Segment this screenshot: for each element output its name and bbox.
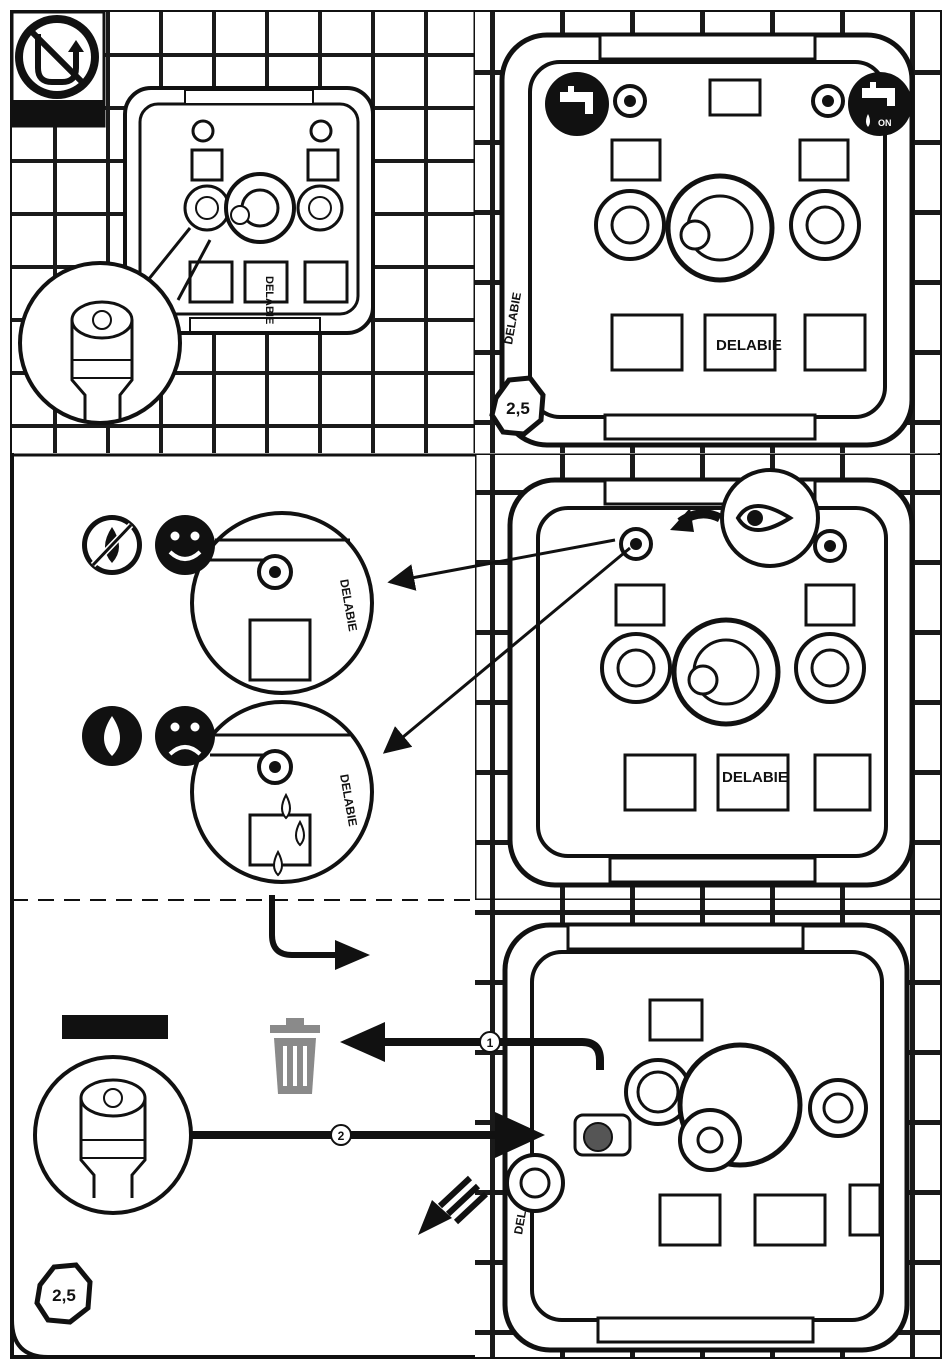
- step-2-badge: 2: [331, 1125, 351, 1145]
- corner-fold: [12, 1320, 48, 1357]
- step-1-badge: 1: [480, 1032, 500, 1052]
- brand-label-large: DELABIE: [716, 337, 782, 354]
- zoom-no-leak: DELABIE: [192, 513, 372, 693]
- step-2-label: 2: [338, 1129, 345, 1143]
- tap-on-icon: ON: [848, 72, 912, 136]
- brand-label-inspection: DELABIE: [722, 769, 788, 786]
- mounting-box-replacement: DELABIE: [505, 925, 907, 1350]
- no-pressure-icon: [12, 12, 104, 126]
- trash-icon: [270, 1018, 320, 1094]
- hex-key-label-top: 2,5: [506, 399, 530, 418]
- mounting-box-inspection: DELABIE: [510, 480, 912, 885]
- hex-key-label-bottom: 2,5: [52, 1286, 76, 1305]
- new-filter-cartridge: [35, 1057, 191, 1213]
- tap-icon: [545, 72, 609, 136]
- new-filter-label-bar: [62, 1015, 168, 1039]
- filter-cartridge-zoom: [20, 263, 180, 423]
- panel-filter-replacement: DELABIE: [475, 900, 940, 1357]
- step-1-label: 1: [487, 1036, 494, 1050]
- zoom-leak: DELABIE: [192, 702, 372, 882]
- hex-key-badge-bottom: 2,5: [37, 1265, 90, 1322]
- drop-icon: [82, 706, 142, 766]
- no-drop-icon: [82, 515, 142, 575]
- tap-on-label: ON: [878, 118, 892, 128]
- smiley-sad-icon: [155, 706, 215, 766]
- brand-label-small: DELABIE: [263, 276, 275, 324]
- panel-inspection: DELABIE: [475, 455, 940, 900]
- smiley-happy-icon: [155, 515, 215, 575]
